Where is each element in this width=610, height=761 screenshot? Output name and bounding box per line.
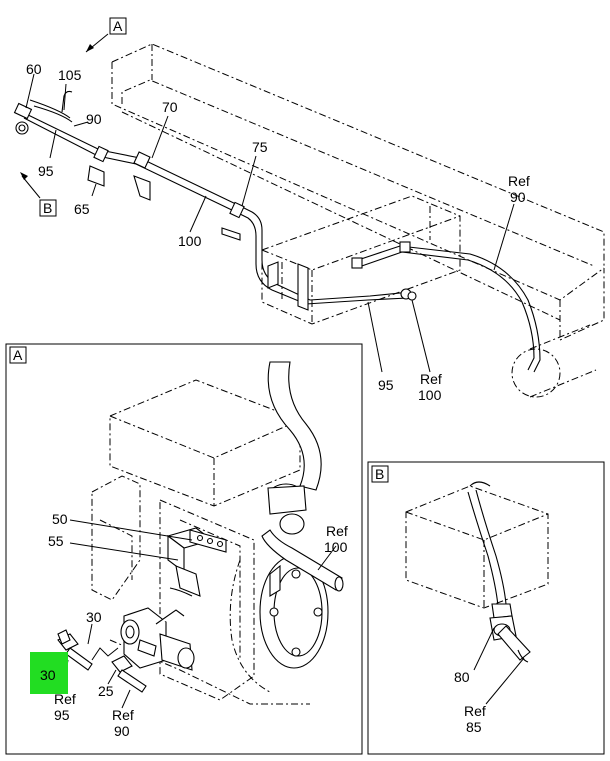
callout-50[interactable]: 50 (52, 511, 68, 527)
panel-b-leaders (473, 627, 525, 705)
fittings (13, 102, 417, 311)
callout-ref-100-number[interactable]: 100 (418, 387, 442, 403)
callout-60[interactable]: 60 (26, 61, 42, 77)
callout-65[interactable]: 65 (74, 201, 90, 217)
valve-assembly (91, 607, 195, 671)
tube-routing (21, 90, 541, 373)
bracket-assembly (166, 527, 227, 597)
callout-ref-85-number[interactable]: 85 (466, 719, 482, 735)
callout-ref-90-number[interactable]: 90 (114, 723, 130, 739)
view-a-marker[interactable]: A (85, 17, 127, 53)
callout-ref-95-number[interactable]: 95 (54, 707, 70, 723)
callout-95-lower[interactable]: 95 (378, 377, 394, 393)
air-line-ref-100 (261, 529, 344, 592)
callout-95[interactable]: 95 (38, 163, 54, 179)
callout-30-highlight-label: 30 (40, 667, 56, 683)
callout-ref-95-ref[interactable]: Ref (54, 691, 76, 707)
callout-a-ref-100-ref[interactable]: Ref (326, 523, 348, 539)
callout-55[interactable]: 55 (48, 533, 64, 549)
overview-view: A B 60 105 90 95 70 6 (13, 17, 605, 403)
callout-80[interactable]: 80 (454, 669, 470, 685)
fitting-80 (489, 603, 531, 663)
callout-a-ref-100-number[interactable]: 100 (324, 539, 348, 555)
view-a-marker-label: A (113, 18, 123, 34)
callout-75[interactable]: 75 (252, 139, 268, 155)
overview-leaders (25, 73, 515, 373)
callout-90[interactable]: 90 (86, 111, 102, 127)
fitting-25 (111, 655, 147, 693)
flange-housing (259, 555, 329, 669)
reservoir-tube (467, 481, 507, 607)
callout-30-highlighted[interactable]: 30 (30, 652, 68, 694)
panel-b-label: B (375, 466, 384, 482)
callout-100[interactable]: 100 (178, 233, 202, 249)
callout-30[interactable]: 30 (86, 609, 102, 625)
callout-ref-100-ref[interactable]: Ref (420, 371, 442, 387)
detail-panel-a: A (5, 343, 363, 755)
callout-ref-90-ref[interactable]: Ref (112, 707, 134, 723)
engine-block (91, 379, 310, 705)
callout-ref-85-ref[interactable]: Ref (464, 703, 486, 719)
panel-a-leaders (63, 519, 337, 709)
callout-ref-90-ref[interactable]: Ref (508, 173, 530, 189)
callout-105[interactable]: 105 (58, 67, 82, 83)
frame-rail (111, 43, 605, 341)
panel-a-label: A (13, 347, 23, 363)
tank (511, 324, 597, 398)
callout-25[interactable]: 25 (98, 683, 114, 699)
coolant-hose (267, 361, 322, 535)
callout-70[interactable]: 70 (162, 99, 178, 115)
detail-panel-b: B 80 Ref 85 (367, 461, 605, 755)
view-b-marker[interactable]: B (20, 172, 57, 217)
callout-ref-90-number[interactable]: 90 (510, 189, 526, 205)
reservoir (405, 485, 549, 609)
view-b-marker-label: B (43, 200, 52, 216)
